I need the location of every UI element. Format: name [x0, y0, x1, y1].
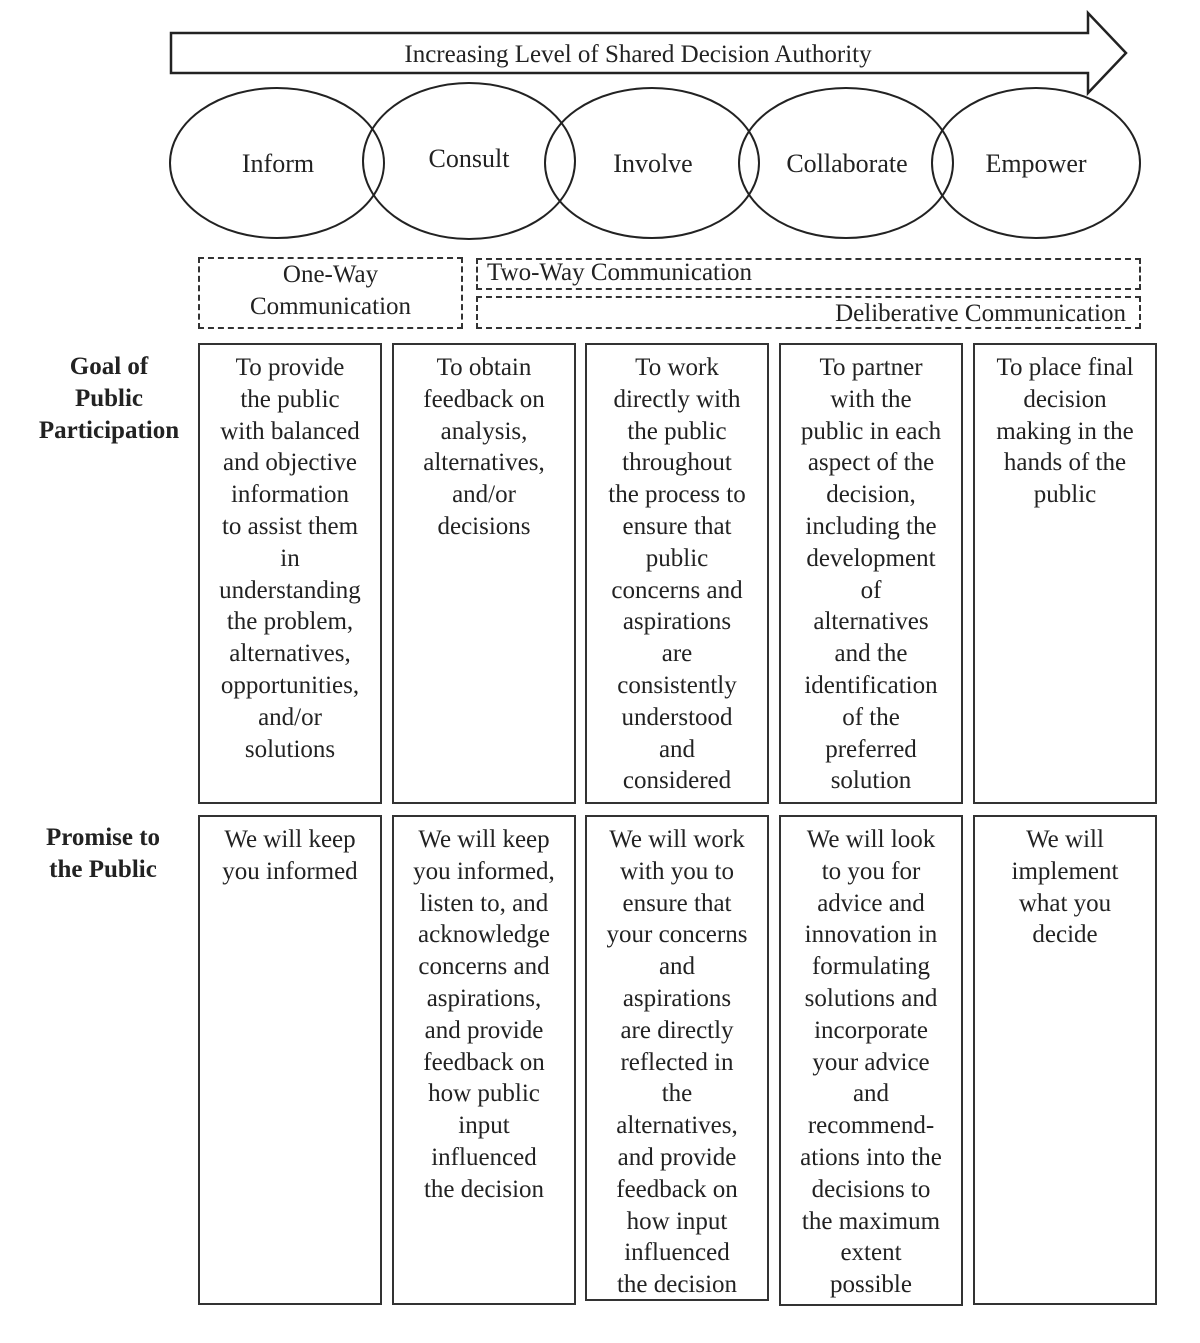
spectrum-diagram: Increasing Level of Shared Decision Auth… — [169, 9, 1141, 240]
goal-cell-empower: To place final decision making in the ha… — [973, 343, 1157, 804]
level-involve: Involve — [613, 149, 692, 178]
one-way-label: One-Way Communication — [249, 261, 412, 320]
two-way-box — [476, 258, 1141, 290]
level-collaborate: Collaborate — [786, 149, 907, 178]
promise-cell-collaborate: We will look to you for advice and innov… — [779, 815, 963, 1306]
deliberative-label: Deliberative Communication — [835, 300, 1126, 327]
level-empower: Empower — [985, 149, 1086, 178]
goal-cell-inform: To provide the public with balanced and … — [198, 343, 382, 804]
goal-cell-collaborate: To partner with the public in each aspec… — [779, 343, 963, 804]
promise-cell-empower: We will implement what you decide — [973, 815, 1157, 1305]
arrow-label: Increasing Level of Shared Decision Auth… — [404, 41, 872, 68]
promise-cell-consult: We will keep you informed, listen to, an… — [392, 815, 576, 1305]
ellipse-collaborate — [738, 87, 954, 239]
authority-arrow — [169, 9, 1128, 97]
promise-row-label: Promise to the Public — [45, 824, 161, 883]
two-way-label: Two-Way Communication — [487, 259, 752, 286]
ellipse-inform — [169, 87, 385, 239]
level-consult: Consult — [429, 144, 511, 173]
goal-cell-consult: To obtain feedback on analysis, alternat… — [392, 343, 576, 804]
ellipse-empower — [931, 87, 1141, 239]
promise-cell-involve: We will work with you to ensure that you… — [585, 815, 769, 1301]
one-way-box — [198, 257, 463, 329]
goal-row-label: Goal of Public Participation — [38, 353, 180, 444]
ellipse-consult — [362, 82, 576, 240]
promise-cell-inform: We will keep you informed — [198, 815, 382, 1305]
deliberative-box — [476, 296, 1141, 329]
ellipse-involve — [544, 87, 760, 239]
level-inform: Inform — [242, 149, 314, 178]
goal-cell-involve: To work directly with the public through… — [585, 343, 769, 804]
